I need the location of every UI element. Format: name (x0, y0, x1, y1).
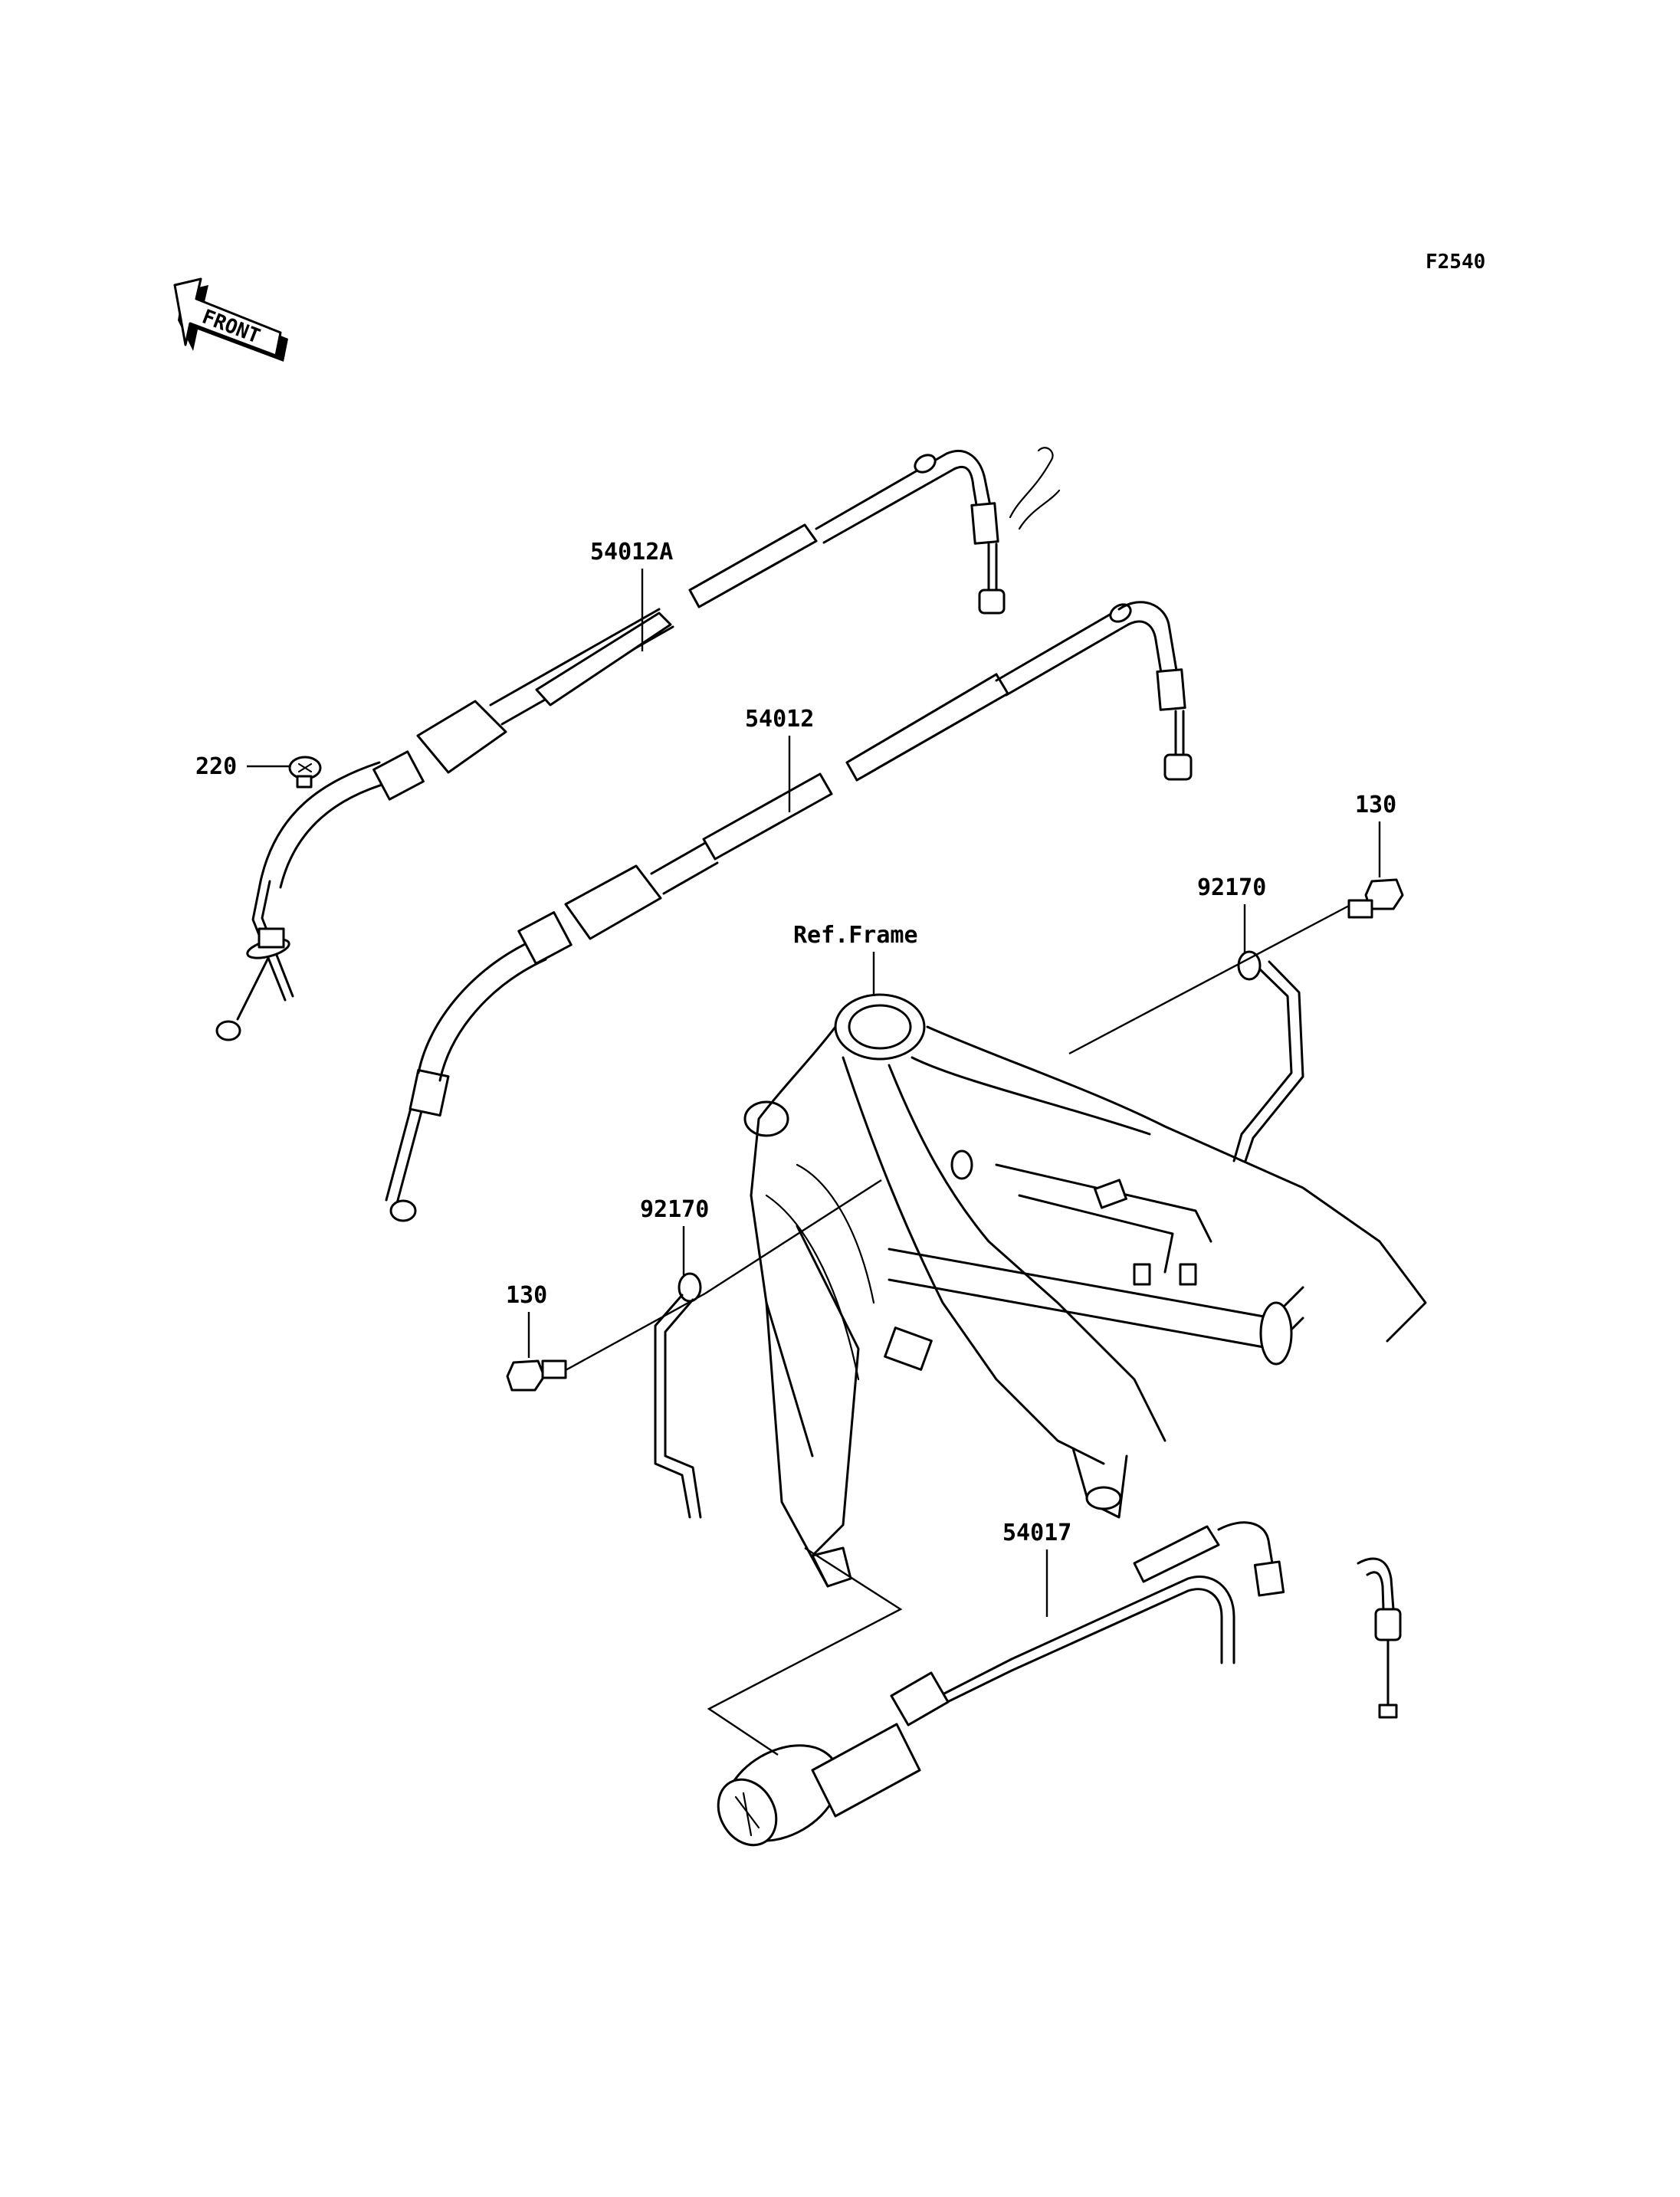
throttle-cable-54012 (385, 601, 1193, 1222)
label-54012a: 54012A (590, 539, 673, 566)
label-130-left: 130 (506, 1282, 547, 1309)
label-92170-right: 92170 (1197, 874, 1266, 901)
label-130-right: 130 (1355, 792, 1396, 818)
callout-ref-frame: Ref.Frame (793, 922, 918, 996)
frame-assembly (743, 993, 1427, 1588)
figure-code: F2540 (1426, 251, 1485, 274)
clamp-92170-left (654, 1272, 702, 1519)
callout-130-right: 130 (1355, 792, 1396, 877)
callout-92170-left: 92170 (565, 1179, 882, 1372)
screw-220 (288, 756, 322, 789)
label-220: 220 (195, 753, 237, 780)
callout-220: 220 (195, 753, 290, 780)
bolt-130-right (1347, 878, 1404, 919)
throttle-cable-54012a (215, 447, 1061, 1041)
front-arrow-icon: FRONT (173, 277, 288, 362)
bolt-130-left (506, 1359, 567, 1392)
callout-54012: 54012 (745, 706, 814, 812)
callout-92170-right: 92170 (1068, 874, 1350, 1055)
label-ref-frame: Ref.Frame (793, 922, 918, 949)
choke-cable-54017 (717, 1521, 1402, 1847)
label-54017: 54017 (1002, 1520, 1071, 1546)
callout-130-left: 130 (506, 1282, 547, 1358)
choke-mount-ref-line (707, 1546, 903, 1756)
label-92170-left: 92170 (640, 1196, 709, 1223)
label-54012: 54012 (745, 706, 814, 733)
callout-54012a: 54012A (590, 539, 673, 651)
callout-54017: 54017 (1002, 1520, 1071, 1617)
clamp-92170-right (1232, 950, 1304, 1162)
